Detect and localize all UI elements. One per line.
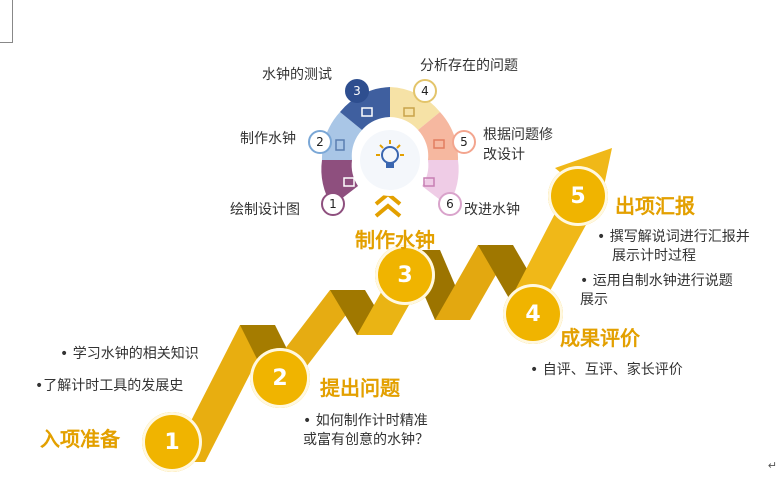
stage-3-title: 制作水钟 [355, 228, 435, 252]
stage-1-bullet: •了解计时工具的发展史 [35, 378, 184, 394]
stage-2-bullet: 或富有创意的水钟？ [303, 432, 429, 448]
petal-1-number: 1 [321, 192, 345, 216]
stage-4-bullet: • 自评、互评、家长评价 [530, 362, 683, 378]
stage-5-bullet: 展示 [580, 292, 608, 308]
stage-5-bullet: 展示计时过程 [612, 248, 696, 264]
lightbulb-icon [376, 140, 404, 168]
petal-5-label-line2: 改设计 [483, 147, 525, 163]
petal-5-label: 根据问题修 [483, 127, 553, 143]
petal-4-number: 4 [413, 79, 437, 103]
stage-1-bullet: • 学习水钟的相关知识 [60, 346, 199, 362]
stage-2-bullet: • 如何制作计时精准 [303, 413, 428, 429]
page-corner-mark [0, 0, 13, 43]
return-mark: ↵ [767, 459, 777, 472]
stage-2-title: 提出问题 [320, 376, 400, 400]
petal-2-label: 制作水钟 [240, 131, 296, 147]
petal-5-number: 5 [452, 130, 476, 154]
petal-3-number: 3 [345, 79, 369, 103]
petal-6-label: 改进水钟 [464, 202, 520, 218]
petal-2-number: 2 [308, 130, 332, 154]
stage-3-circle: 3 [375, 245, 435, 305]
stage-1-title: 入项准备 [40, 427, 120, 451]
cycle-diagram [321, 87, 459, 206]
stage-2-circle: 2 [250, 348, 310, 408]
stage-5-bullet: • 撰写解说词进行汇报并 [597, 229, 750, 245]
petal-6-number: 6 [438, 192, 462, 216]
stage-4-title: 成果评价 [560, 326, 640, 350]
stage-5-title: 出项汇报 [615, 194, 695, 218]
stage-5-bullet: • 运用自制水钟进行说题 [580, 273, 733, 289]
stage-1-circle: 1 [142, 412, 202, 472]
stage-5-circle: 5 [548, 166, 608, 226]
petal-4-label: 分析存在的问题 [420, 58, 518, 74]
petal-1-label: 绘制设计图 [230, 202, 300, 218]
stage-4-circle: 4 [503, 284, 563, 344]
petal-3-label: 水钟的测试 [262, 67, 332, 83]
